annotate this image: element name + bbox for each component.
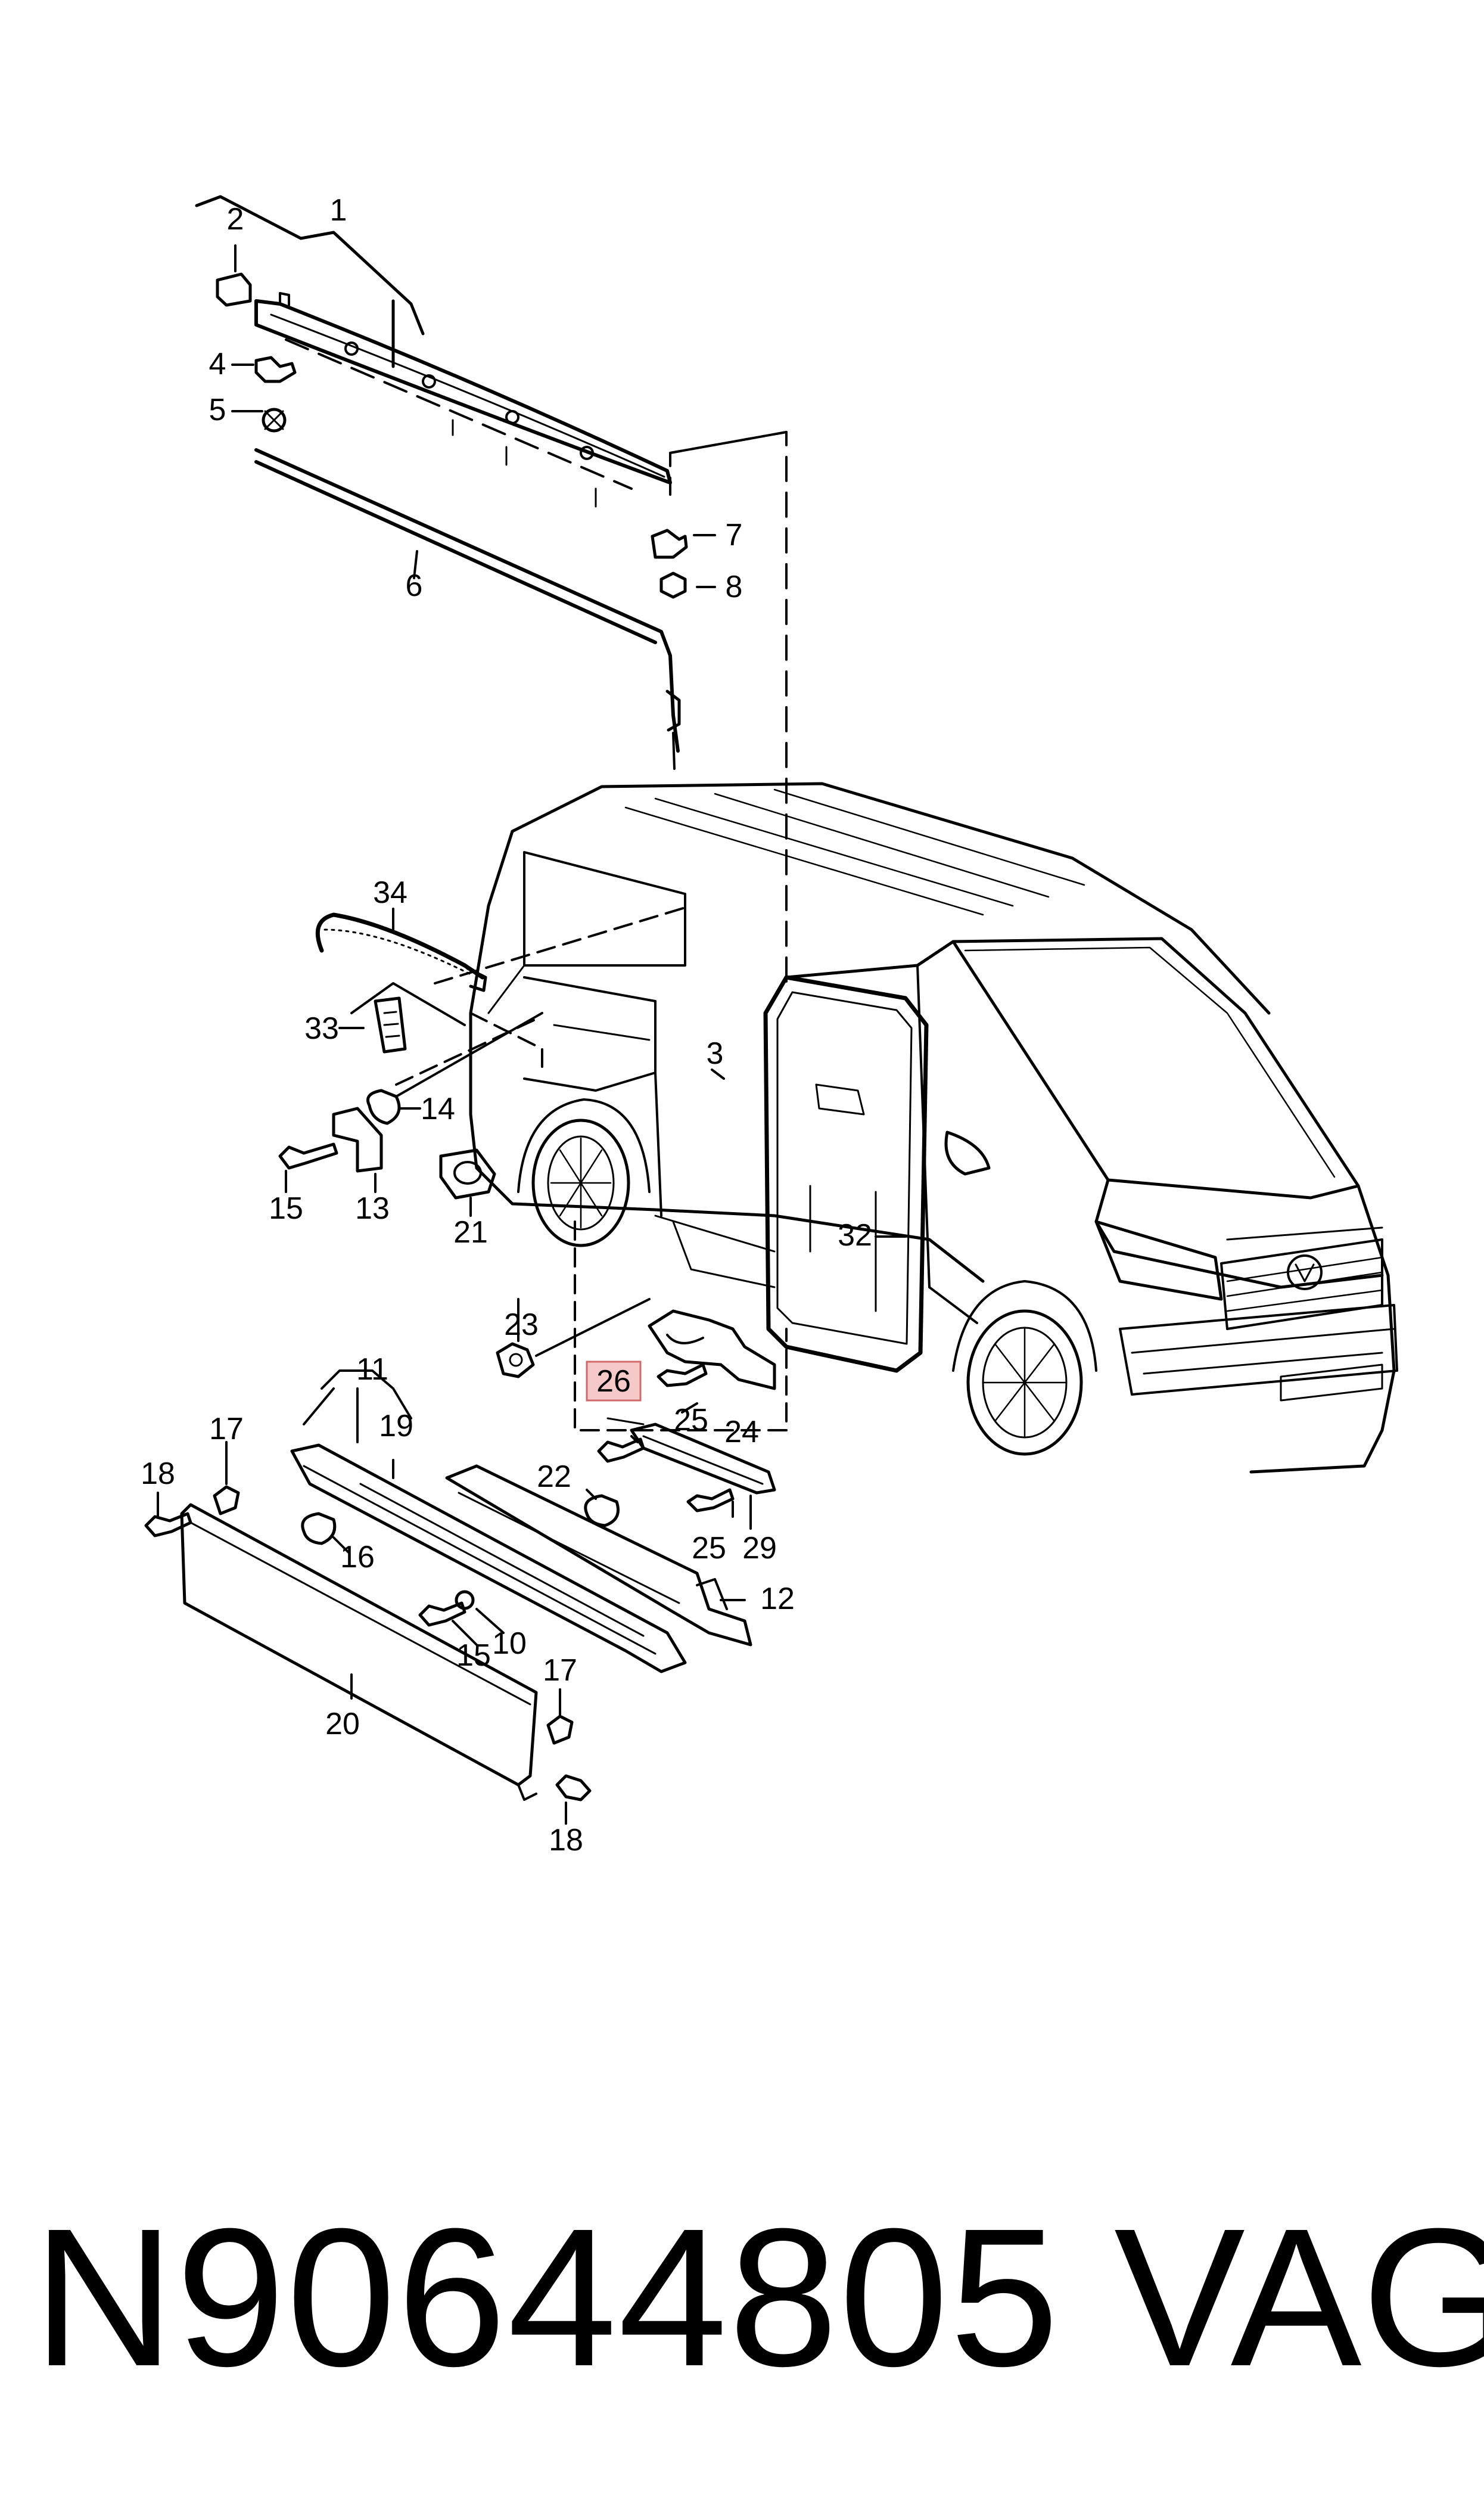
- step-assembly: [144, 1220, 788, 1801]
- label-part-7: 7: [726, 518, 743, 552]
- label-part-19: 19: [379, 1409, 413, 1443]
- cap-part: [216, 272, 252, 307]
- washer-10: [455, 1590, 475, 1610]
- label-part-26: 26: [596, 1364, 631, 1399]
- screw-part: [262, 408, 287, 433]
- exploded-parts-diagram: 1 2 4 5 6 7 8 34 33 3 14 13 15 21 32 23 …: [141, 193, 1398, 1858]
- label-part-5: 5: [209, 393, 226, 427]
- front-wheel: [966, 1309, 1083, 1456]
- label-part-10: 10: [492, 1626, 527, 1661]
- label-part-15-a: 15: [269, 1191, 303, 1226]
- label-part-12: 12: [760, 1582, 795, 1616]
- label-part-22: 22: [537, 1459, 571, 1494]
- label-part-34: 34: [373, 875, 407, 910]
- clip-17-left: [213, 1485, 240, 1515]
- label-part-15-b: 15: [456, 1638, 491, 1673]
- clip-part-7: [651, 529, 688, 559]
- label-part-23: 23: [504, 1307, 539, 1342]
- leader-lines-top: [231, 244, 716, 588]
- screw-18-left: [144, 1512, 192, 1538]
- label-part-3: 3: [707, 1036, 724, 1071]
- door-seal-32: [763, 975, 929, 1373]
- bracket-group: [278, 905, 692, 1200]
- bracket-29: [630, 1422, 776, 1495]
- label-part-8: 8: [726, 570, 743, 604]
- label-part-6: 6: [406, 569, 423, 603]
- label-part-21: 21: [453, 1215, 488, 1250]
- label-part-1: 1: [330, 193, 347, 228]
- label-part-29: 29: [742, 1531, 777, 1566]
- bolt-15-lower: [418, 1601, 466, 1627]
- cover-panel-20: [180, 1503, 538, 1787]
- label-part-14: 14: [421, 1092, 455, 1126]
- part-labels: 1 2 4 5 6 7 8 34 33 3 14 13 15 21 32 23 …: [141, 193, 872, 1858]
- roof-rail-part: [254, 299, 672, 484]
- label-part-2: 2: [227, 202, 244, 237]
- rear-wheel: [531, 1119, 630, 1247]
- label-part-33: 33: [304, 1011, 339, 1046]
- clip-part: [254, 356, 297, 383]
- bracket-24: [648, 1309, 776, 1390]
- highlight-26: [586, 1361, 642, 1402]
- label-part-24: 24: [724, 1415, 759, 1449]
- bolt-15-left: [278, 1142, 338, 1170]
- clip-23: [496, 1342, 535, 1378]
- step-rail-12: [445, 1464, 752, 1647]
- bracket-33: [374, 996, 407, 1054]
- label-part-17-b: 17: [543, 1653, 577, 1688]
- label-part-20: 20: [325, 1707, 360, 1741]
- bush-14: [366, 1089, 401, 1125]
- screw-18-right: [555, 1774, 592, 1801]
- bracket-13: [332, 1107, 383, 1173]
- van-body: [469, 782, 1398, 1474]
- main-rail-11: [290, 1443, 687, 1673]
- label-part-32: 32: [838, 1218, 872, 1253]
- bolt-25-lower: [686, 1488, 735, 1512]
- label-part-13: 13: [355, 1191, 390, 1226]
- label-part-11: 11: [356, 1352, 388, 1387]
- label-part-16: 16: [340, 1540, 375, 1574]
- brand-text: VAG: [1114, 2187, 1484, 2407]
- part-number-text: N90644805: [33, 2187, 1060, 2407]
- clip-17-right: [546, 1714, 574, 1745]
- seal-strip-part: [254, 448, 680, 753]
- label-part-25-a: 25: [674, 1403, 708, 1437]
- leader-lines-lower: [157, 1369, 752, 1825]
- seal-hose-34: [315, 912, 485, 980]
- label-part-4: 4: [209, 347, 226, 381]
- roof-rail-group: [195, 195, 788, 990]
- bolt-25-upper: [657, 1363, 708, 1387]
- bush-16: [301, 1512, 337, 1545]
- nut-part: [659, 571, 687, 599]
- grommet-21: [439, 1148, 496, 1200]
- label-part-17-a: 17: [209, 1412, 244, 1446]
- label-part-18-b: 18: [549, 1823, 583, 1858]
- leader-lines-middle: [285, 908, 907, 1342]
- label-part-25-b: 25: [692, 1531, 726, 1566]
- label-part-18-a: 18: [141, 1456, 175, 1491]
